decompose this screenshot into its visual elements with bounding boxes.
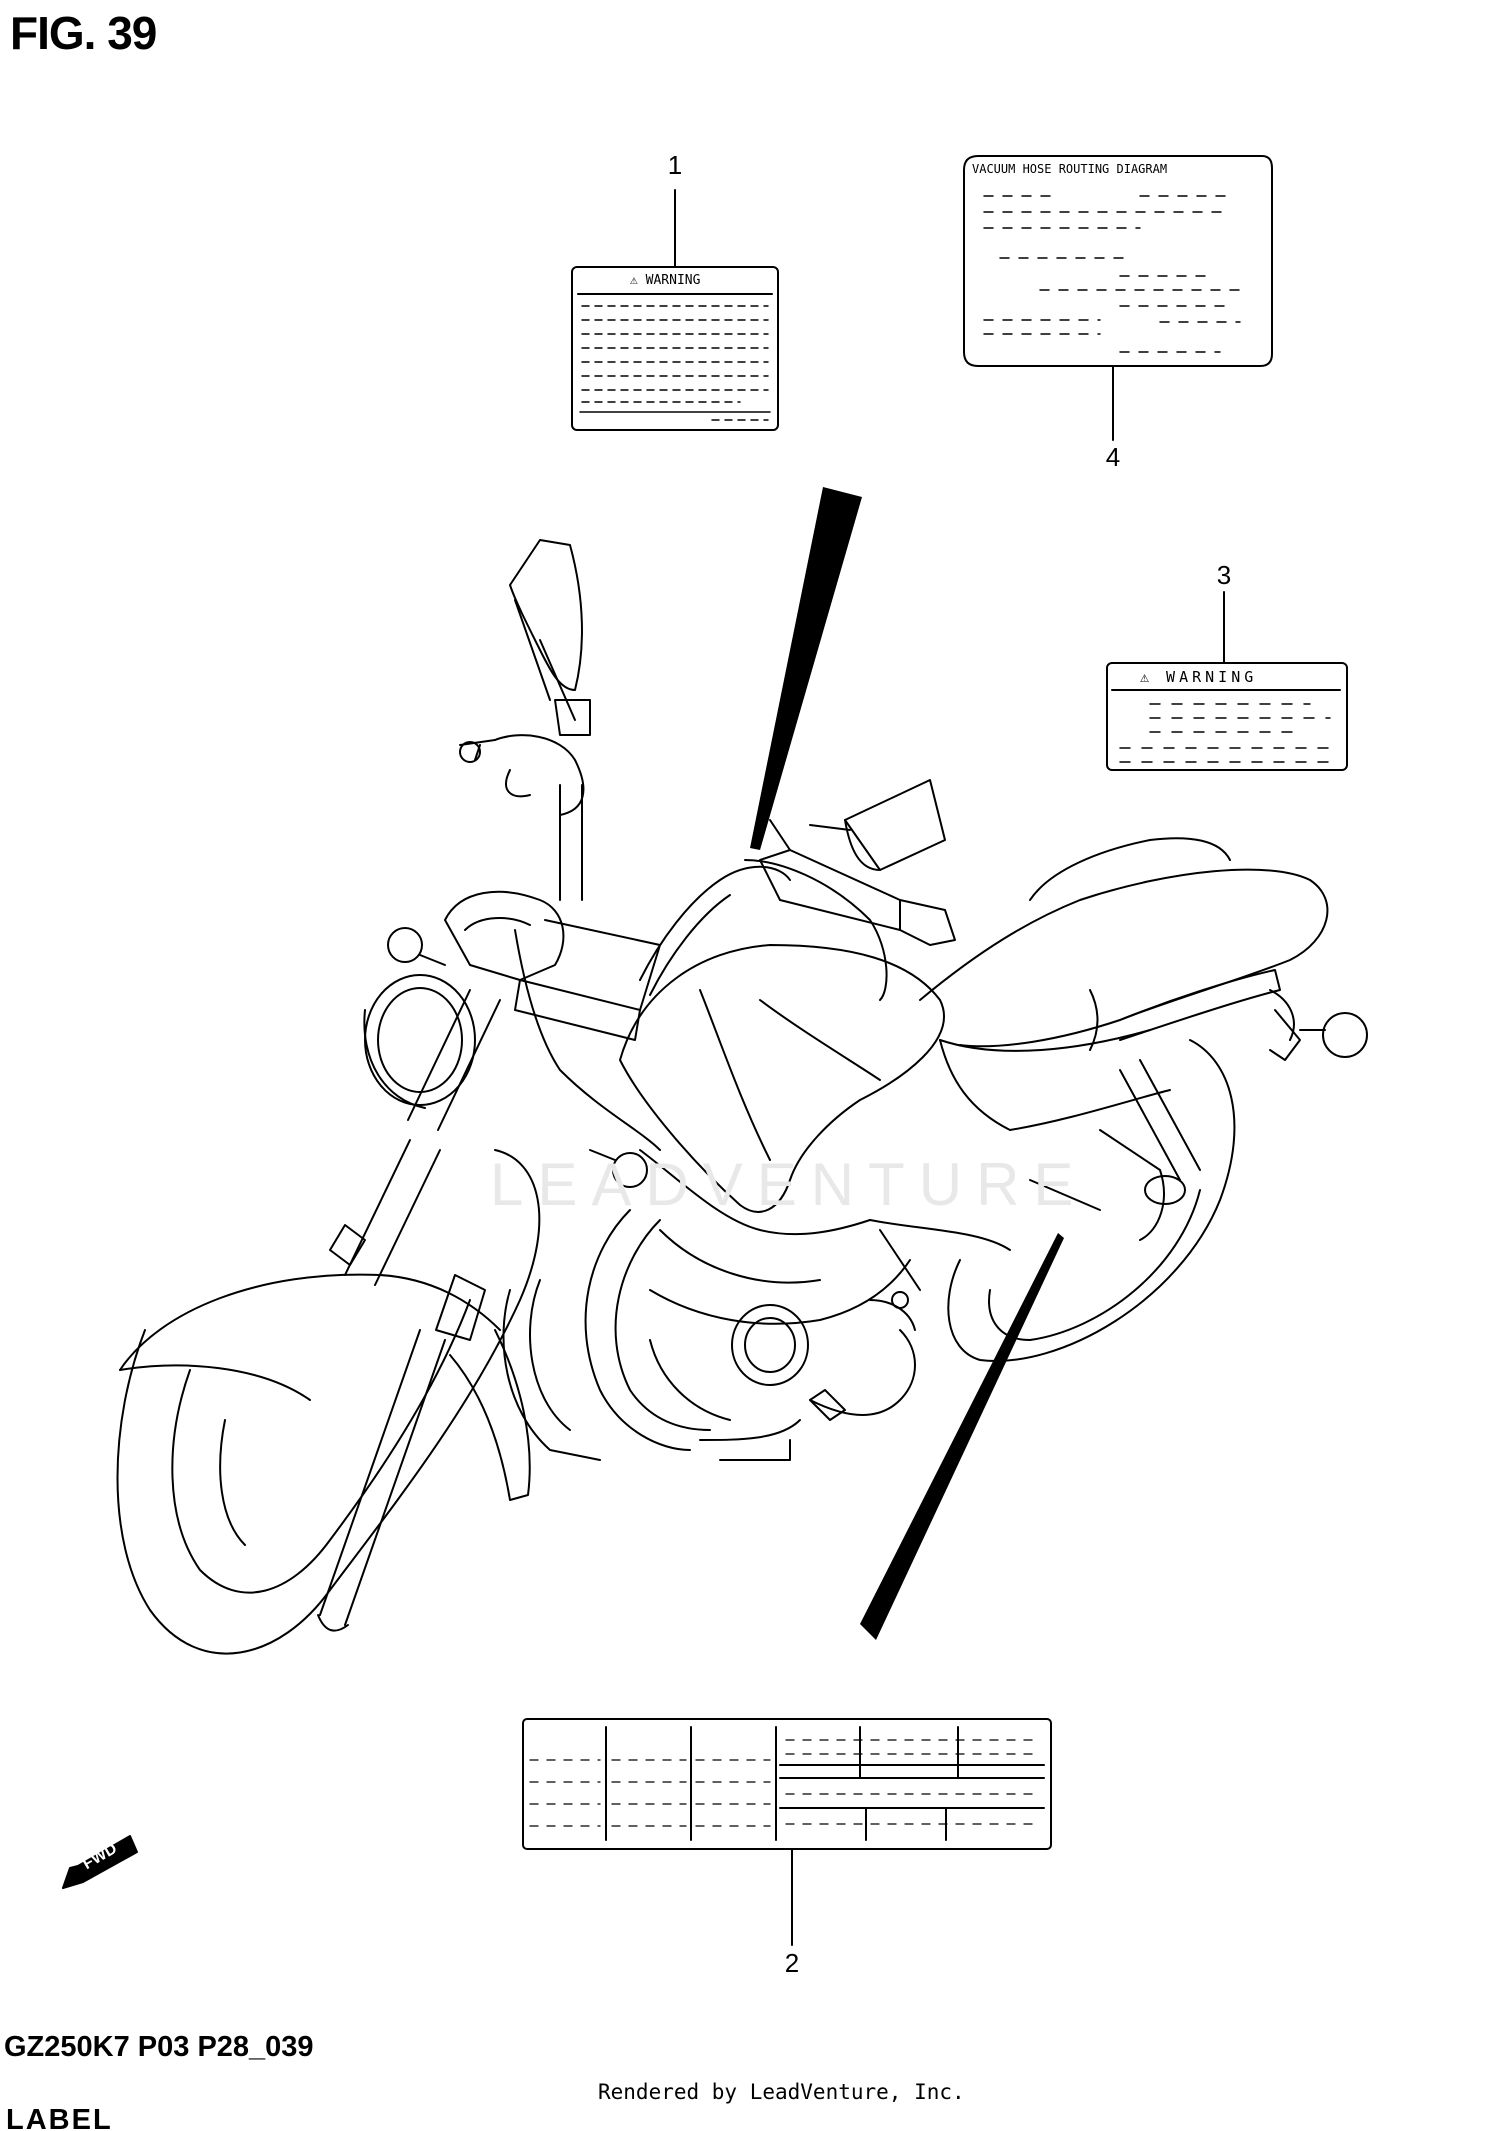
label-4-vacuum-hose [963, 155, 1273, 367]
fwd-arrow-icon [62, 1835, 138, 1889]
label-2-information [522, 1718, 1052, 1850]
callout-3: 3 [1216, 560, 1232, 590]
render-credit: Rendered by LeadVenture, Inc. [598, 2080, 965, 2104]
label-3-warning [1106, 662, 1348, 771]
figure-title: FIG. 39 [10, 7, 157, 59]
section-label: LABEL [6, 2104, 113, 2131]
label-3-heading: ⚠ WARNING [1140, 668, 1258, 686]
motorcycle-outline [116, 539, 1368, 1655]
leader-wedge-lower [860, 1233, 1064, 1640]
callout-4: 4 [1105, 442, 1121, 472]
label-1-warning [571, 266, 779, 431]
leader-wedge-upper [750, 487, 862, 850]
label-1-heading: ⚠ WARNING [630, 273, 701, 288]
callout-1: 1 [667, 150, 683, 180]
model-code: GZ250K7 P03 P28_039 [4, 2031, 314, 2063]
callout-2: 2 [784, 1948, 800, 1978]
watermark: LEADVENTURE [490, 1151, 1088, 1218]
label-4-heading: VACUUM HOSE ROUTING DIAGRAM [972, 162, 1168, 176]
